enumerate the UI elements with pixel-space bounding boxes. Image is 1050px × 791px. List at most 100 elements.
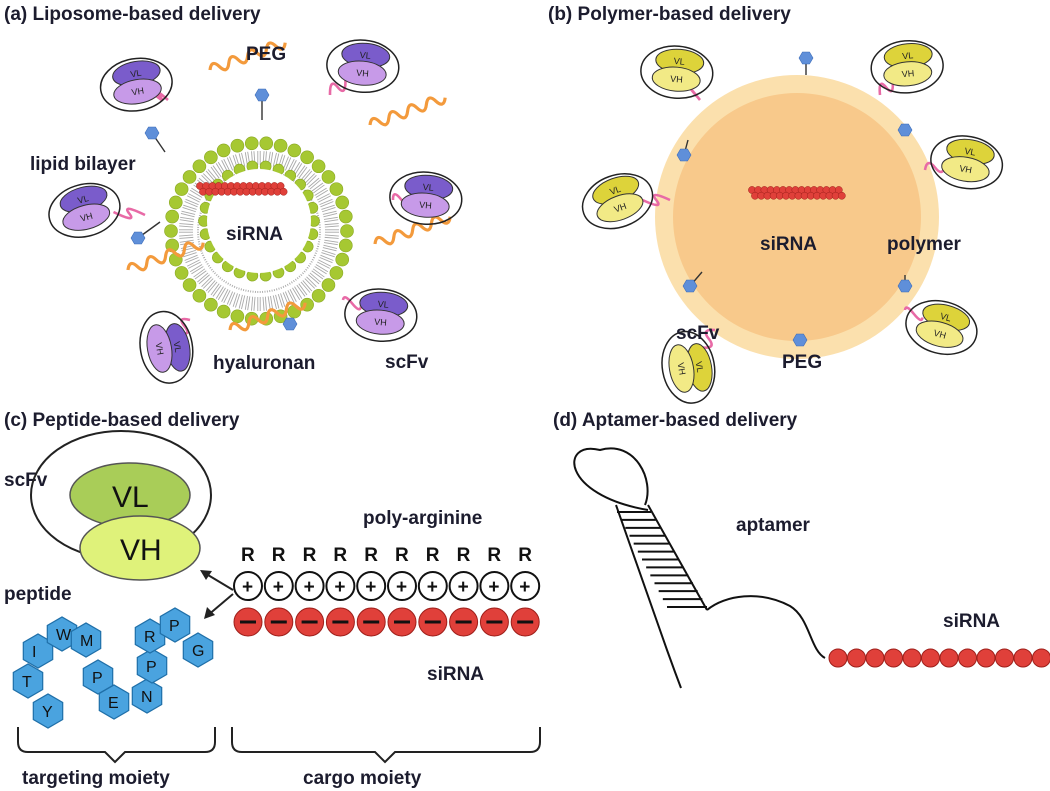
outer-lipid-head: [192, 159, 207, 174]
siRNA-chain-c: [233, 607, 540, 637]
lipid-tail: [210, 268, 213, 271]
vh-domain: [400, 192, 450, 218]
outer-lipid-head: [216, 304, 231, 319]
lipid-tail: [193, 268, 206, 278]
arginine-letter: R: [333, 545, 347, 566]
lipid-tail: [238, 294, 243, 309]
vh-domain: [915, 320, 964, 348]
lipid-tail: [189, 189, 203, 198]
lipid-tail: [198, 274, 210, 285]
outer-lipid-head: [182, 170, 197, 184]
scfv-label-b: scFv: [676, 323, 720, 344]
plus-sign: +: [458, 577, 469, 598]
poly-arginine-label: poly-arginine: [363, 508, 482, 529]
lipid-tail: [290, 281, 293, 284]
outer-lipid-head: [335, 252, 350, 267]
outer-lipid-head: [230, 309, 245, 324]
lipid-tail: [306, 266, 309, 269]
lipid-tail: [202, 254, 205, 257]
positive-charge: [294, 571, 325, 601]
lipid-tail: [226, 157, 234, 171]
lipid-tail: [289, 289, 297, 302]
siRNA-duplex-b: [748, 186, 846, 200]
positive-charge: [417, 571, 448, 601]
aptamer-right-strand: [647, 504, 708, 611]
outer-lipid-head: [338, 209, 353, 224]
hyaluronan-label: hyaluronan: [213, 353, 315, 374]
peptide-residue: [32, 693, 64, 729]
outer-lipid-head: [182, 278, 197, 292]
lipid-tail: [302, 280, 313, 292]
lipid-tail: [312, 268, 325, 278]
outer-lipid-head: [165, 209, 180, 224]
sirna-nucleotide: [921, 648, 940, 668]
siRNA-label-a: siRNA: [226, 224, 283, 245]
lipid-tail: [235, 286, 238, 289]
lipid-tail: [286, 283, 289, 286]
lipid-tail: [251, 296, 254, 311]
polymer-core: [673, 93, 921, 341]
peptide-residue: [82, 659, 114, 695]
lipid-tail: [296, 284, 306, 297]
plus-sign: +: [273, 577, 284, 598]
arginine-letter: R: [518, 545, 532, 566]
lipid-tail: [205, 280, 216, 292]
lipid-tail: [188, 261, 201, 269]
lipid-tail: [183, 252, 197, 258]
lipid-tail: [280, 293, 286, 307]
lipid-tail: [296, 165, 306, 178]
lipid-tail: [302, 170, 313, 182]
vh-domain: [62, 203, 111, 231]
peptide-residue: [159, 607, 191, 643]
linker: [878, 79, 895, 96]
lipid-tail: [311, 182, 324, 192]
residue-letter: N: [141, 689, 153, 706]
hyaluronan-chains: [126, 41, 452, 332]
lipid-tail: [305, 268, 308, 271]
vh-domain: [651, 66, 701, 92]
lipid-tail: [321, 252, 335, 258]
lipid-tail: [244, 152, 248, 167]
lipid-tail: [180, 213, 195, 218]
peg-hexagon: [130, 231, 146, 245]
cargo-bracket: [231, 727, 541, 764]
outer-lipid-head: [311, 288, 326, 303]
outer-lipid-head: [259, 136, 274, 151]
hyaluronan-chain: [126, 241, 205, 272]
lipid-tail: [314, 252, 317, 255]
lipid-tail: [309, 179, 321, 190]
sirna-nucleotide: [828, 648, 848, 668]
scfv-linker-loop: [48, 182, 121, 238]
panel-a-title: (a) Liposome-based delivery: [4, 4, 261, 25]
lipid-tail: [179, 223, 194, 226]
scfv-linker-loop: [661, 330, 716, 404]
lipid-tail: [287, 290, 295, 304]
lipid-tail: [212, 284, 222, 297]
connector-arrows: [200, 570, 234, 619]
scfv-linker-loop: [581, 173, 654, 230]
lipid-tail: [284, 157, 292, 171]
lipid-tail: [318, 195, 332, 203]
peptide-residue: [12, 663, 44, 699]
panel-c-title: (c) Peptide-based delivery: [4, 410, 240, 431]
vh-label: VH: [419, 200, 432, 211]
siRNA-label-c: siRNA: [427, 664, 484, 685]
vh-domain: [146, 324, 173, 373]
lipid-tail: [310, 199, 313, 202]
lipid-tail: [322, 247, 337, 252]
vl-label: VL: [377, 299, 389, 310]
positive-charge: [479, 571, 510, 601]
lipid-tail: [275, 294, 280, 309]
arrowhead-vh: [200, 570, 212, 580]
vh-domain: [355, 309, 405, 335]
peg-hexagon: [282, 317, 298, 331]
lipid-tail: [319, 256, 333, 264]
lipid-tail: [221, 278, 224, 281]
outer-lipid-head: [230, 138, 245, 153]
outer-lipid-head: [164, 224, 178, 238]
